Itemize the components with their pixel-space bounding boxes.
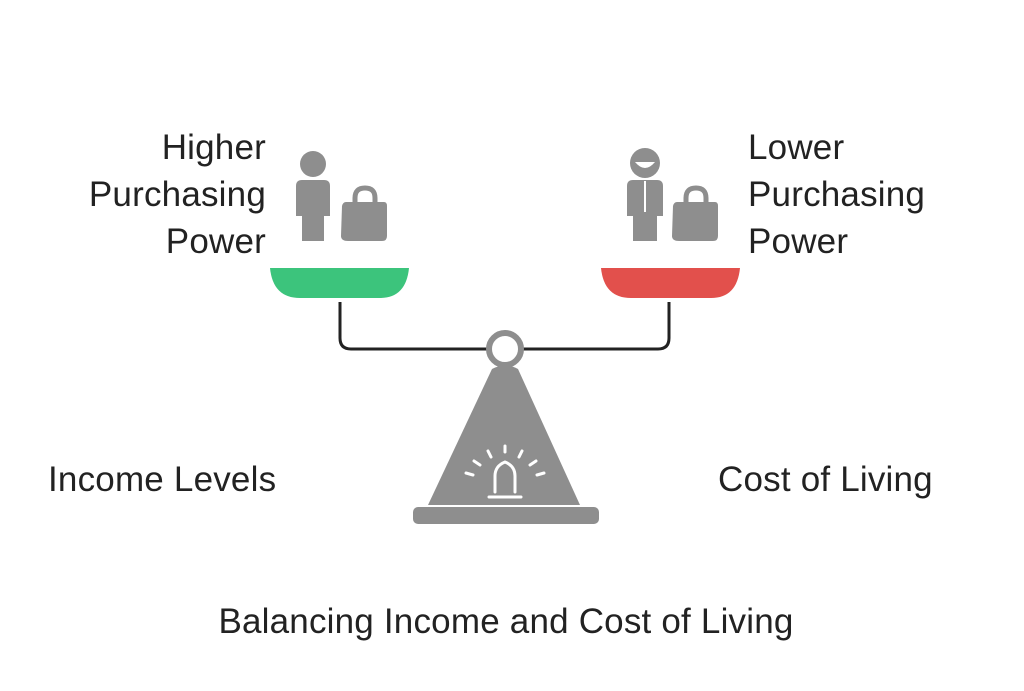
person-icon — [296, 151, 330, 241]
right-pan — [601, 268, 740, 298]
alarm-light-icon — [464, 444, 546, 499]
left-label-line-2: Purchasing — [88, 175, 266, 214]
businessman-icon — [627, 148, 663, 241]
diagram-caption: Balancing Income and Cost of Living — [218, 602, 794, 641]
right-label-line-1: Lower — [748, 128, 845, 167]
left-label-line-1: Higher — [161, 128, 266, 167]
income-levels-label: Income Levels — [48, 460, 277, 499]
right-label-line-2: Purchasing — [748, 175, 926, 214]
left-pan — [270, 268, 409, 298]
right-label-line-3: Power — [748, 222, 849, 261]
scale-beam — [338, 302, 671, 351]
scale-base — [428, 365, 580, 505]
shopping-bag-icon — [341, 185, 387, 241]
scale-platform — [413, 507, 599, 524]
shopping-bag-icon — [672, 185, 718, 241]
left-pan-label: Higher Purchasing Power — [89, 124, 266, 265]
right-pan-label: Lower Purchasing Power — [748, 124, 925, 265]
left-label-line-3: Power — [165, 222, 266, 261]
cost-of-living-label: Cost of Living — [718, 460, 933, 499]
scale-pivot — [486, 330, 524, 368]
